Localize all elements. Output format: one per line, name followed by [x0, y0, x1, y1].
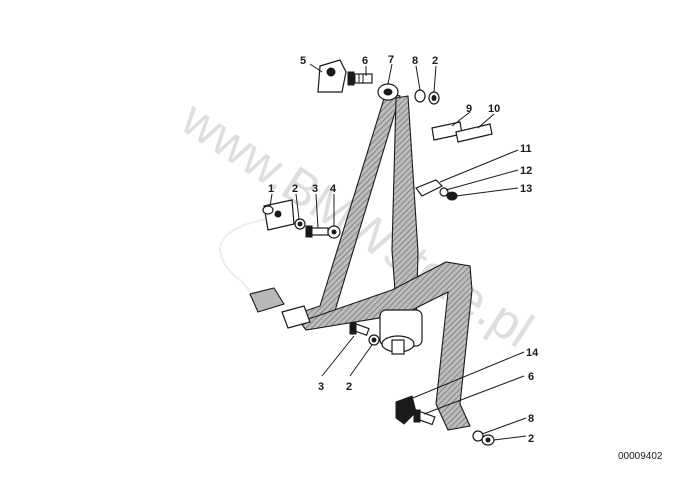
callout-10: 10	[488, 103, 500, 115]
callout-11: 11	[520, 143, 532, 155]
lower-bolt-6	[413, 409, 436, 426]
belt-tongue	[281, 305, 311, 329]
upper-anchor-bracket	[317, 59, 347, 93]
callout-8-upper: 8	[412, 55, 418, 67]
callout-6-upper: 6	[362, 55, 368, 67]
bolt-left-3	[305, 225, 329, 238]
nut-13	[446, 191, 458, 201]
callout-2-left: 2	[292, 183, 298, 195]
callout-labels: 5 6 7 8 2 9 10 11 12 13 1 2 3 4 3 2 14 6…	[268, 54, 539, 445]
retractor-unit	[379, 309, 423, 355]
retractor-bolt-3	[349, 322, 370, 336]
callout-3-left: 3	[312, 183, 318, 195]
washer-upper-8	[414, 89, 426, 103]
callout-2-upper: 2	[432, 55, 438, 67]
lower-washer-8	[472, 430, 484, 442]
figure-code: 00009402	[618, 451, 663, 462]
callout-3-lower: 3	[318, 381, 324, 393]
callout-12: 12	[520, 165, 532, 177]
buckle-cable-assembly	[219, 199, 295, 313]
spacer-1	[262, 205, 274, 215]
nut-left-4	[327, 225, 341, 239]
callout-4: 4	[330, 183, 337, 195]
leader-lines	[269, 63, 527, 441]
callout-8-lower: 8	[528, 413, 534, 425]
callout-5: 5	[300, 55, 306, 67]
callout-14: 14	[526, 347, 539, 359]
callout-9: 9	[466, 103, 472, 115]
lower-anchor-bracket-14	[395, 395, 417, 425]
cover-strip-10	[455, 123, 493, 143]
callout-6-lower: 6	[528, 371, 534, 383]
callout-7: 7	[388, 54, 394, 66]
clip-11	[415, 179, 444, 197]
callout-13: 13	[520, 183, 532, 195]
belt-guide-loop	[377, 83, 399, 101]
callout-2-lower: 2	[346, 381, 352, 393]
upper-bolt	[347, 71, 373, 86]
callout-2-bottom: 2	[528, 433, 534, 445]
callout-1: 1	[268, 183, 274, 195]
